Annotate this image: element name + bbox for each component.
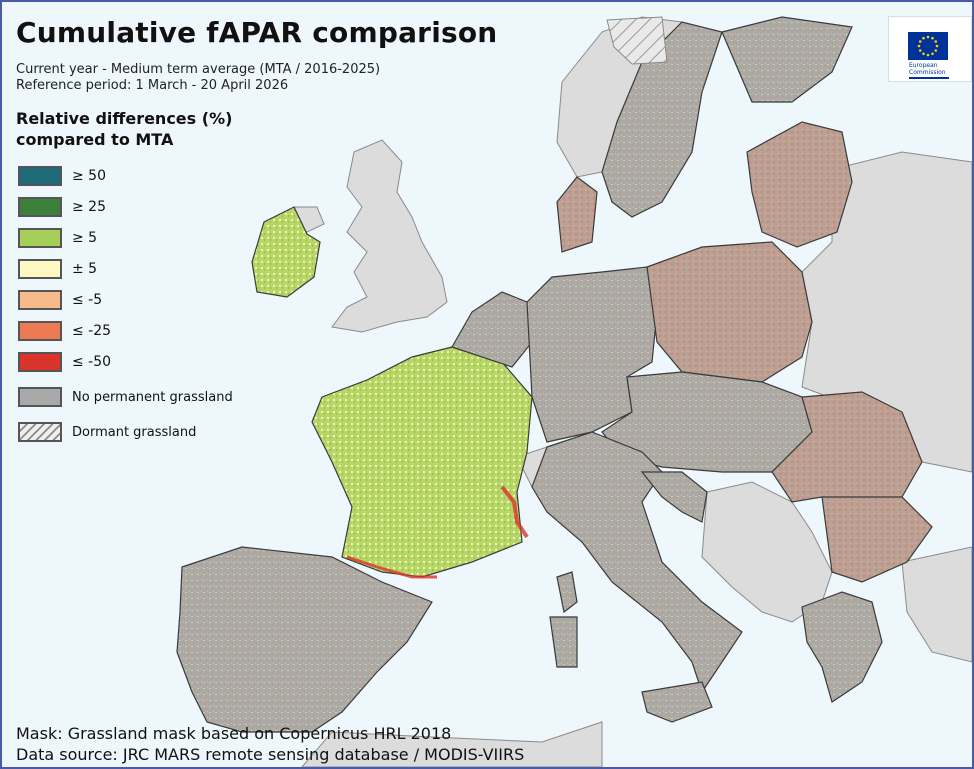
legend-label: ≤ -25 [72, 323, 112, 339]
legend-title: Relative differences (%) compared to MTA [16, 108, 316, 150]
legend-swatch [18, 259, 62, 279]
legend-title-line2: compared to MTA [16, 130, 174, 149]
subtitle-period: Current year - Medium term average (MTA … [16, 62, 381, 77]
legend-swatch [18, 228, 62, 248]
legend-label: ≥ 5 [72, 230, 98, 246]
eu-logo: European Commission [888, 16, 972, 82]
legend-swatch [18, 387, 62, 407]
legend-label: No permanent grassland [72, 390, 233, 405]
eu-logo-text: European Commission [909, 62, 946, 76]
legend-swatch [18, 290, 62, 310]
legend-label: ± 5 [72, 261, 98, 277]
negative-strip-alps [500, 485, 529, 539]
footer-source: Data source: JRC MARS remote sensing dat… [16, 745, 525, 764]
legend-swatch [18, 352, 62, 372]
footer-mask: Mask: Grassland mask based on Copernicus… [16, 724, 452, 743]
data-land [176, 16, 933, 733]
legend-swatch [18, 166, 62, 186]
legend-swatch [18, 321, 62, 341]
eu-logo-line2: Commission [909, 69, 946, 76]
legend-label: Dormant grassland [72, 425, 197, 440]
legend-label: ≥ 25 [72, 199, 106, 215]
outside-land [291, 16, 972, 767]
map-title: Cumulative fAPAR comparison [16, 16, 498, 49]
eu-logo-line1: European [909, 62, 938, 69]
eu-flag-icon [908, 32, 948, 60]
dormant-area [606, 16, 668, 65]
subtitle-reference: Reference period: 1 March - 20 April 202… [16, 78, 289, 93]
legend-swatch-hatch [18, 422, 62, 442]
legend-label: ≤ -5 [72, 292, 103, 308]
legend-label: ≥ 50 [72, 168, 106, 184]
legend-title-line1: Relative differences (%) [16, 109, 233, 128]
negative-strip-pyrenees [346, 555, 437, 579]
legend-swatch [18, 197, 62, 217]
legend-label: ≤ -50 [72, 354, 112, 370]
eu-logo-bar [909, 77, 949, 79]
